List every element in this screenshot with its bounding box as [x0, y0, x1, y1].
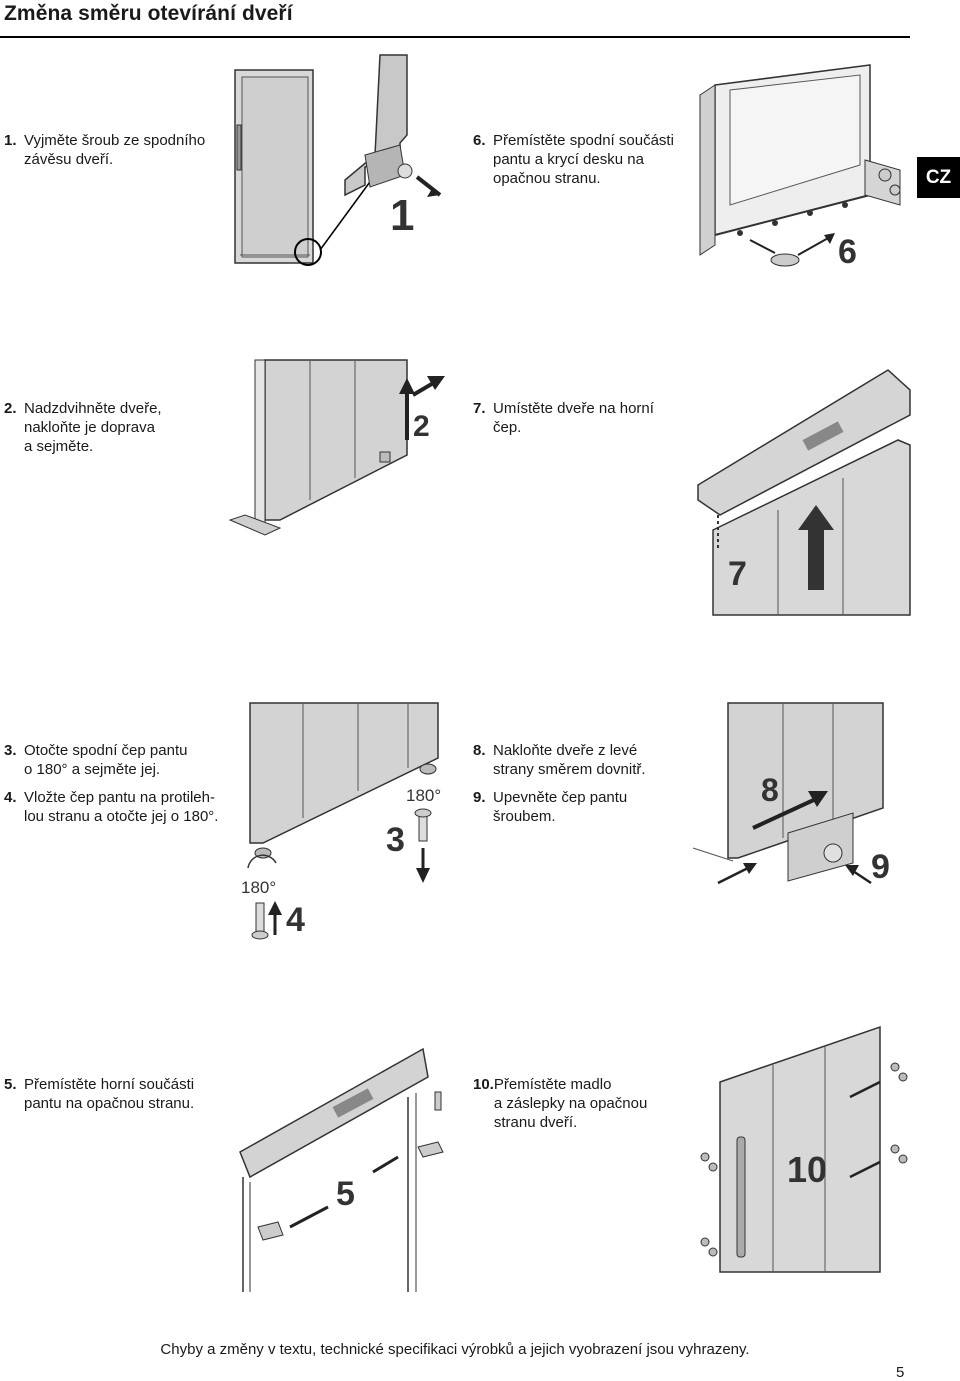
figure-step-7: 7	[697, 369, 911, 616]
degree-label: 180°	[406, 786, 441, 805]
figure-step-8-9: 8 9	[692, 702, 890, 886]
step-number: 10.	[473, 1076, 494, 1093]
disclaimer: Chyby a změny v textu, technické specifi…	[160, 1341, 750, 1358]
step-number: 5.	[4, 1076, 17, 1093]
step-text: Nakloňte dveře z levé strany směrem dovn…	[493, 742, 646, 778]
language-badge: CZ	[917, 157, 960, 198]
step-7: 7. Umístěte dveře na horní čep.	[473, 399, 654, 437]
step-number: 2.	[4, 400, 17, 417]
step-number: 7.	[473, 400, 486, 417]
step-text: Přemístěte madlo a záslepky na opačnou s…	[493, 1076, 648, 1131]
step-4: 4. Vložte čep pantu na protileh- lou str…	[4, 788, 218, 826]
step-text: Přemístěte spodní součásti pantu a krycí…	[493, 132, 674, 187]
figure-label: 6	[838, 233, 857, 271]
step-8: 8. Nakloňte dveře z levé strany směrem d…	[473, 741, 646, 779]
step-number: 1.	[4, 132, 17, 149]
figure-step-2: 2	[228, 359, 445, 536]
step-10: 10. Přemístěte madlo a záslepky na opačn…	[473, 1075, 647, 1132]
step-text: Otočte spodní čep pantu o 180° a sejměte…	[24, 742, 188, 778]
figure-label: 7	[728, 555, 747, 593]
step-3: 3. Otočte spodní čep pantu o 180° a sejm…	[4, 741, 187, 779]
step-text: Umístěte dveře na horní čep.	[493, 400, 654, 436]
step-number: 4.	[4, 789, 17, 806]
step-text: Upevněte čep pantu šroubem.	[493, 789, 628, 825]
step-text: Vyjměte šroub ze spodního závěsu dveří.	[24, 132, 206, 168]
step-1: 1. Vyjměte šroub ze spodního závěsu dveř…	[4, 131, 205, 169]
figure-step-3-4: 180° 3 180° 4	[241, 702, 441, 940]
step-text: Vložte čep pantu na protileh- lou stranu…	[24, 789, 219, 825]
step-text: Přemístěte horní součásti pantu na opačn…	[24, 1076, 195, 1112]
figure-label: 10	[787, 1149, 827, 1190]
step-text: Nadzdvihněte dveře, nakloňte je doprava …	[24, 400, 162, 455]
degree-label: 180°	[241, 878, 276, 897]
step-9: 9. Upevněte čep pantu šroubem.	[473, 788, 627, 826]
figure-label: 2	[413, 410, 430, 443]
step-6: 6. Přemístěte spodní součásti pantu a kr…	[473, 131, 674, 188]
title-rule	[0, 36, 910, 38]
page-title: Změna směru otevírání dveří	[4, 2, 293, 25]
figure-step-1: 1	[234, 54, 442, 266]
figure-label: 8	[761, 772, 779, 808]
step-number: 9.	[473, 789, 486, 806]
step-number: 3.	[4, 742, 17, 759]
figure-step-10: 10	[700, 1025, 908, 1273]
figure-label: 1	[390, 191, 414, 240]
figure-label: 5	[336, 1175, 355, 1213]
figure-label: 4	[286, 901, 305, 939]
step-5: 5. Přemístěte horní součásti pantu na op…	[4, 1075, 194, 1113]
step-number: 8.	[473, 742, 486, 759]
step-2: 2. Nadzdvihněte dveře, nakloňte je dopra…	[4, 399, 162, 456]
figure-step-5: 5	[239, 1047, 444, 1292]
figure-step-6: 6	[699, 64, 901, 271]
figure-label: 3	[386, 821, 405, 859]
step-number: 6.	[473, 132, 486, 149]
page-number: 5	[896, 1364, 905, 1381]
figure-label: 9	[871, 848, 890, 886]
